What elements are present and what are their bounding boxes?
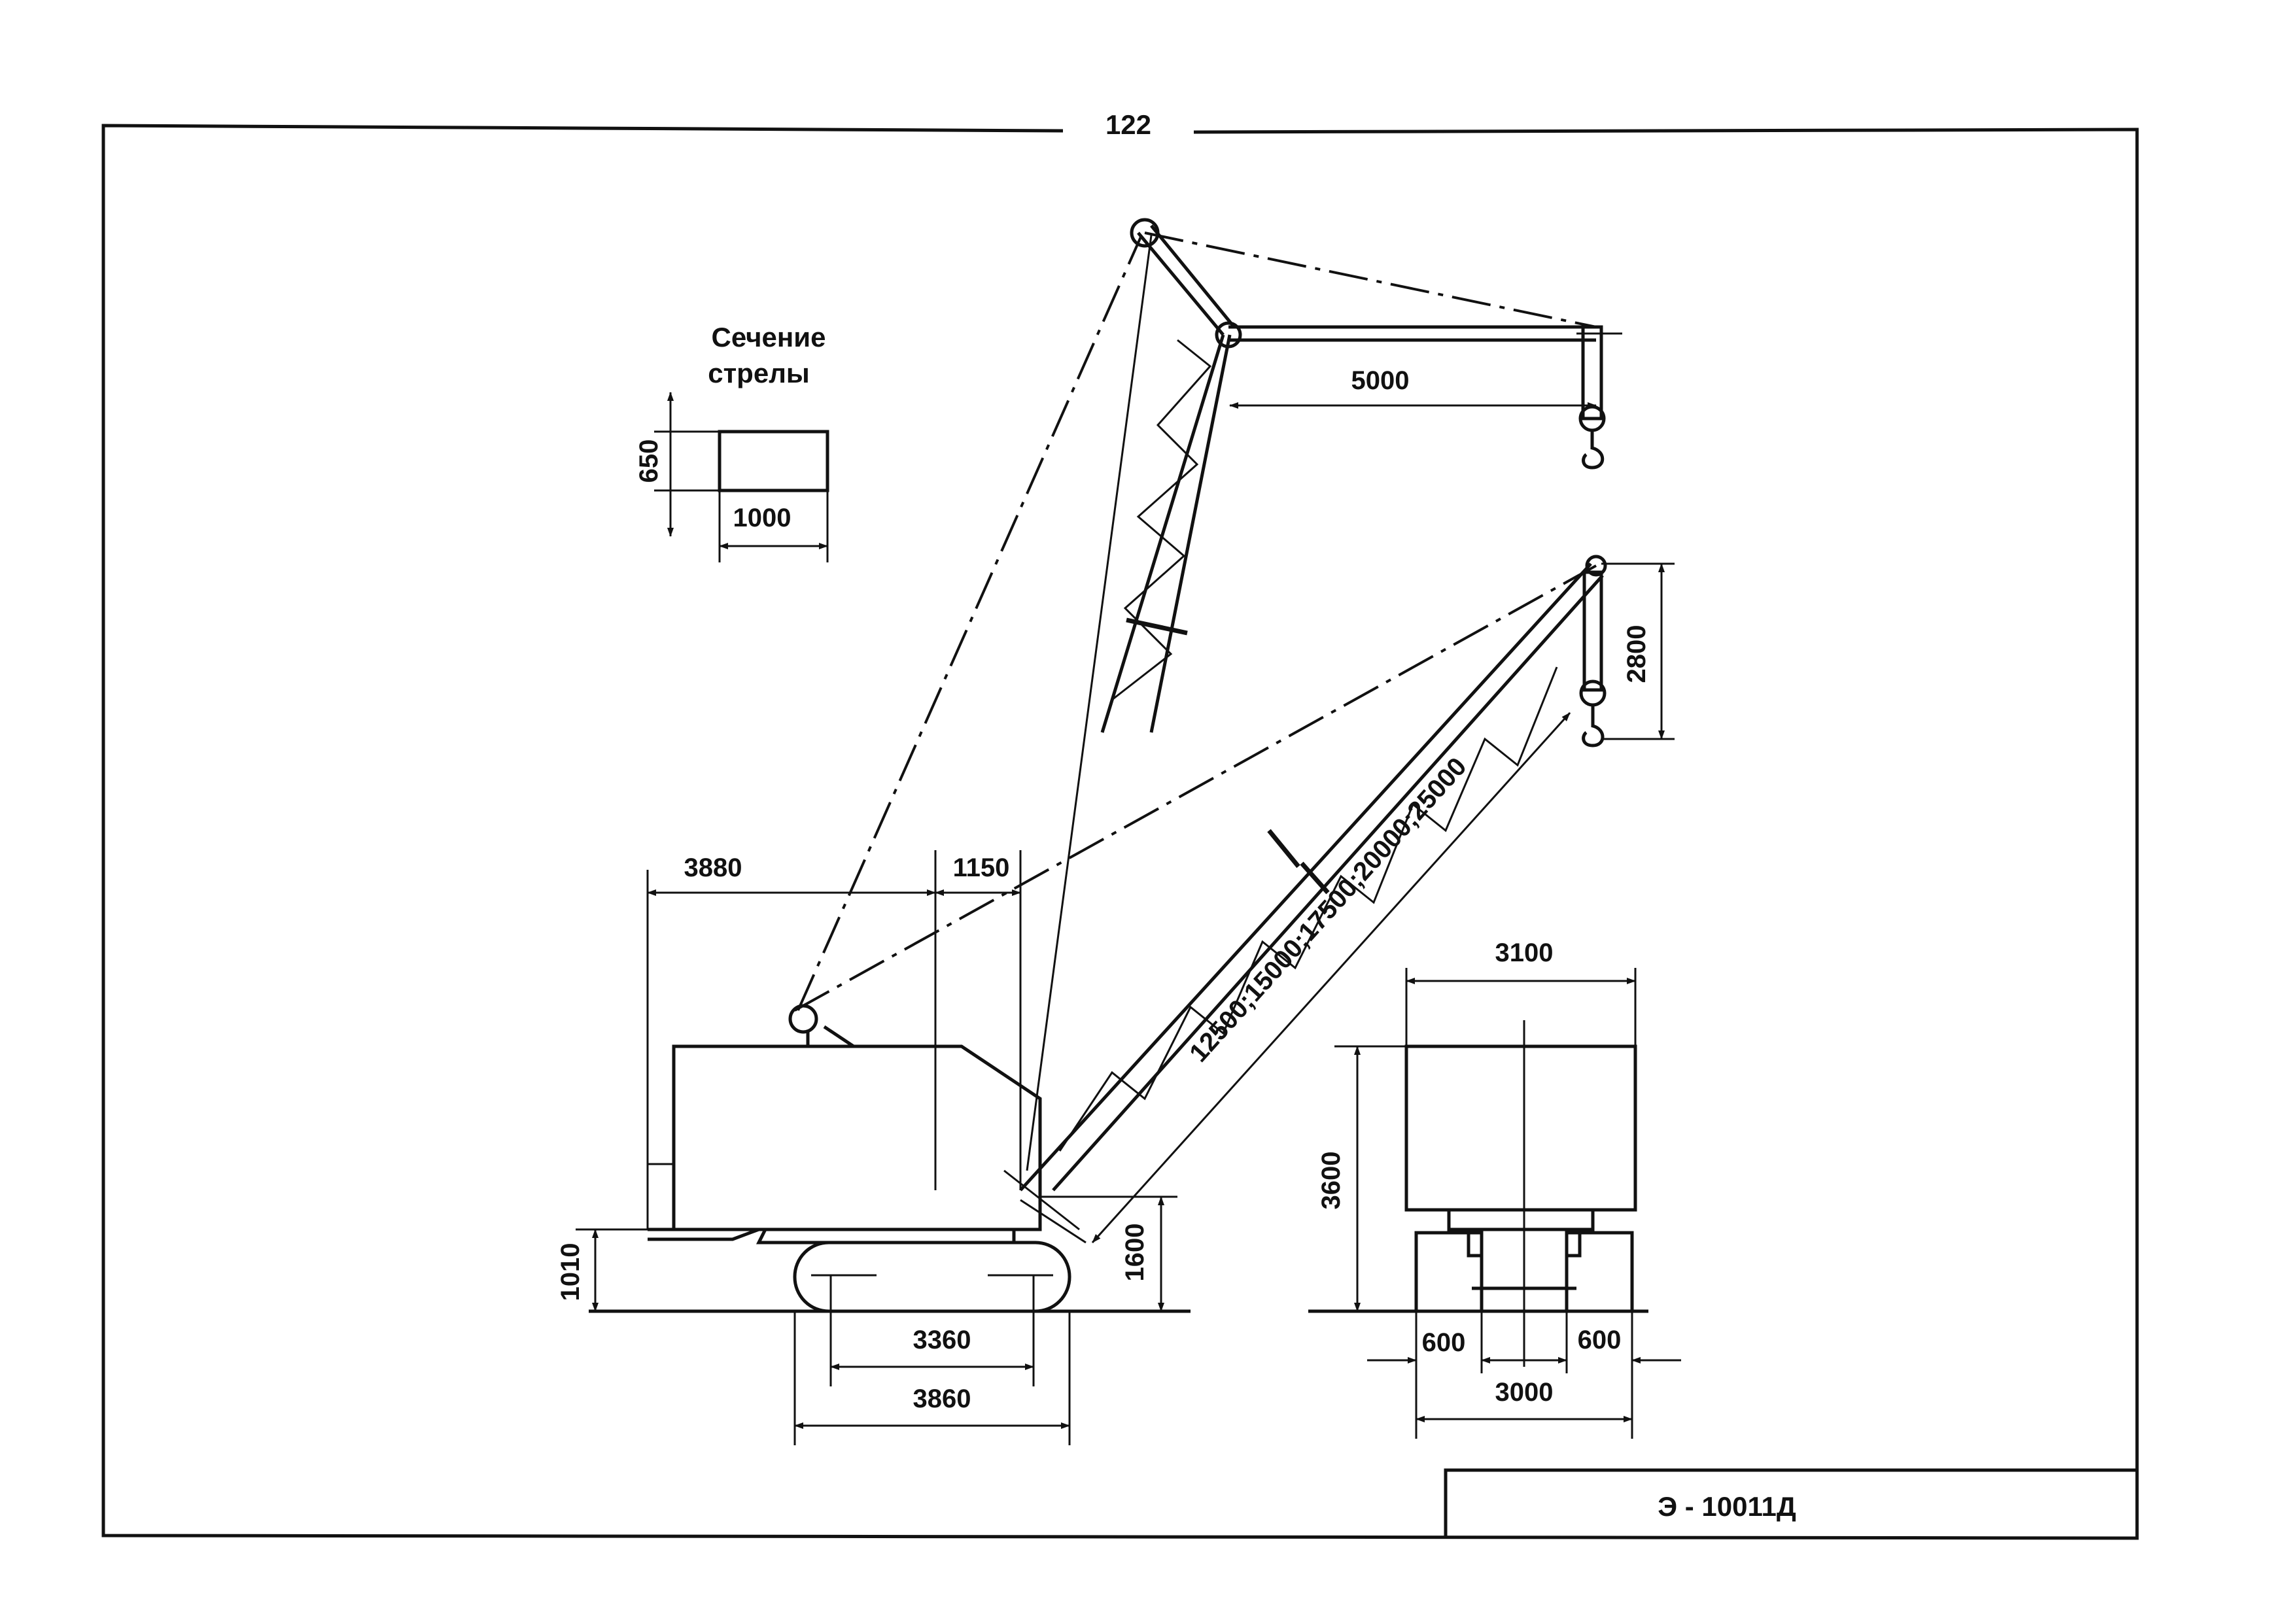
track-width-left-label: 600 xyxy=(1422,1328,1466,1357)
hook-reach-label: 5000 xyxy=(1351,366,1410,395)
turntable xyxy=(756,1228,1016,1245)
right-track-front xyxy=(1565,1231,1634,1313)
section-height-label: 650 xyxy=(635,439,663,483)
track-gauge-label: 3000 xyxy=(1495,1378,1554,1407)
front-height-label: 3600 xyxy=(1317,1152,1346,1210)
side-view-dimensions: 3880 1150 1010 1600 3360 3860 xyxy=(556,850,1164,1445)
section-width-label: 1000 xyxy=(733,504,791,532)
excavator-side-view xyxy=(589,1004,1191,1313)
boom-working-position: 12500;15000;17500;20000;25000 2800 xyxy=(794,555,1675,1244)
left-track-front xyxy=(1414,1231,1484,1313)
section-title-line1: Сечение xyxy=(712,322,826,352)
section-title-line2: стрелы xyxy=(708,358,810,388)
a-frame-pulley xyxy=(788,1004,818,1034)
pivot-offset-label: 1150 xyxy=(953,853,1010,882)
ground-clearance-label: 1010 xyxy=(556,1243,585,1301)
page-number: 122 xyxy=(1105,109,1151,140)
boom-pivot-height-label: 1600 xyxy=(1121,1224,1149,1282)
track-width-right-label: 600 xyxy=(1578,1326,1622,1354)
front-body xyxy=(1404,1044,1637,1212)
boom-tip-pulley xyxy=(1215,321,1242,349)
boom-raised-position: 5000 xyxy=(1100,218,1622,733)
hook-raised xyxy=(1582,432,1605,470)
hook-working xyxy=(1582,706,1605,747)
boom-length-label: 12500;15000;17500;20000;25000 xyxy=(1184,752,1472,1067)
drawing-frame xyxy=(101,124,2139,1540)
hook-height-label: 2800 xyxy=(1622,625,1651,683)
jib-pulley-top xyxy=(1130,218,1160,248)
front-width-label: 3100 xyxy=(1495,938,1554,967)
hoist-lines xyxy=(797,235,1153,1171)
title-block: Э - 10011Д xyxy=(1444,1468,2137,1538)
crawler-track xyxy=(793,1241,1071,1313)
excavator-front-view: 3100 3600 600 600 3000 xyxy=(1308,938,1681,1439)
cab-body xyxy=(672,1044,1042,1231)
track-base-label: 3360 xyxy=(913,1326,971,1354)
track-length-label: 3860 xyxy=(913,1384,971,1413)
boom-section-rectangle xyxy=(718,430,829,492)
hook-pulley-working xyxy=(1579,679,1607,707)
boom-tip-pulley-working xyxy=(1585,555,1607,577)
model-designation: Э - 10011Д xyxy=(1658,1491,1796,1522)
rear-radius-label: 3880 xyxy=(684,853,742,882)
boom-section-detail: Сечение стрелы 650 1000 xyxy=(635,322,829,562)
